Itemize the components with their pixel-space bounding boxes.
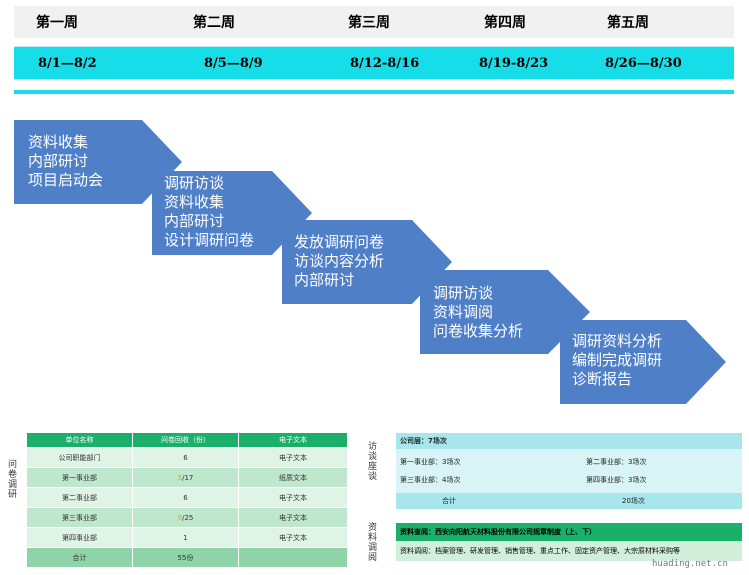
documents-label: 资料调阅 [368, 523, 378, 563]
divider-line [14, 90, 734, 94]
week-dates: 8/26—8/30 [605, 55, 682, 71]
type-cell: 纸质文本 [238, 467, 348, 488]
interviews-total-row: 合计 20场次 [396, 493, 742, 509]
count-cell: 9/25 [132, 507, 239, 528]
count-highlight: 5 [177, 473, 183, 482]
unit-cell: 第二事业部 [26, 487, 133, 508]
table-row: 第一事业部 5/17 纸质文本 [26, 467, 348, 488]
table-row: 公司职能部门 6 电子文本 [26, 447, 348, 468]
total-value: 55份 [132, 547, 239, 568]
step-text: 发放调研问卷 访谈内容分析 内部研讨 [294, 233, 385, 289]
week-name: 第二周 [193, 15, 235, 31]
type-cell: 电子文本 [238, 507, 348, 528]
unit-cell: 第一事业部 [26, 467, 133, 488]
total-label: 合计 [442, 497, 456, 505]
column-header: 电子文本 [238, 432, 348, 448]
count-cell: 6 [132, 447, 239, 468]
interviews-label: 访谈座谈 [368, 442, 378, 482]
count-cell: 1 [132, 527, 239, 548]
survey-table: 单位名称 问卷回收（份） 电子文本 公司职能部门 6 电子文本 第一事业部 5/… [26, 432, 348, 568]
arrow-shape [152, 171, 312, 255]
week-names-bar: 第一周 第二周 第三周 第四周 第五周 [14, 6, 734, 38]
count-rest: /17 [182, 473, 194, 482]
interviews-box: 公司层：7场次 第一事业部：3场次 第二事业部：3场次 第三事业部：4场次 第四… [396, 433, 742, 509]
count-value: 1 [183, 533, 188, 542]
interview-item: 第一事业部：3场次 [400, 458, 461, 466]
step-text: 调研资料分析 编制完成调研 诊断报告 [572, 332, 663, 388]
table-row: 第四事业部 1 电子文本 [26, 527, 348, 548]
interview-item: 第二事业部：3场次 [586, 458, 647, 466]
week-dates-bar: 8/1—8/2 8/5—8/9 8/12-8/16 8/19-8/23 8/26… [14, 46, 734, 80]
documents-body: 资料调阅：档案管理、研发管理、销售管理、重点工作、固定资产管理、大宗原材料采购等 [396, 541, 742, 561]
column-header: 问卷回收（份） [132, 432, 239, 448]
step-text: 调研访谈 资料调阅 问卷收集分析 [433, 284, 524, 340]
table-total-row: 合计 55份 [26, 547, 348, 568]
watermark: huading.net.cn [652, 559, 728, 569]
week-name: 第一周 [36, 15, 78, 31]
arrow-shape [282, 220, 452, 304]
unit-cell: 公司职能部门 [26, 447, 133, 468]
week-dates: 8/1—8/2 [38, 55, 97, 71]
week-dates: 8/12-8/16 [350, 55, 420, 71]
step-text: 资料收集 内部研讨 项目启动会 [28, 133, 104, 189]
interviews-body: 第一事业部：3场次 第二事业部：3场次 第三事业部：4场次 第四事业部：3场次 [396, 449, 742, 493]
unit-cell: 第四事业部 [26, 527, 133, 548]
table-header-row: 单位名称 问卷回收（份） 电子文本 [26, 432, 348, 448]
count-rest: /25 [182, 513, 194, 522]
arrow-shape [560, 320, 726, 404]
week-dates: 8/19-8/23 [479, 55, 549, 71]
unit-cell: 第三事业部 [26, 507, 133, 528]
survey-label: 问卷调研 [8, 460, 18, 500]
type-cell: 电子文本 [238, 487, 348, 508]
count-value: 6 [183, 453, 188, 462]
total-empty [238, 547, 348, 568]
week-name: 第三周 [348, 15, 390, 31]
count-highlight: 9 [177, 513, 183, 522]
table-row: 第三事业部 9/25 电子文本 [26, 507, 348, 528]
total-label: 合计 [26, 547, 133, 568]
count-cell: 5/17 [132, 467, 239, 488]
week-dates: 8/5—8/9 [204, 55, 263, 71]
count-cell: 6 [132, 487, 239, 508]
documents-head: 资料查阅：西安向阳航天材料股份有限公司规章制度（上、下） [396, 523, 742, 541]
step-text: 调研访谈 资料收集 内部研讨 设计调研问卷 [164, 174, 255, 249]
type-cell: 电子文本 [238, 527, 348, 548]
column-header: 单位名称 [26, 432, 133, 448]
arrow-shape [420, 270, 590, 354]
interviews-head: 公司层：7场次 [396, 433, 742, 449]
type-cell: 电子文本 [238, 447, 348, 468]
table-row: 第二事业部 6 电子文本 [26, 487, 348, 508]
total-value: 20场次 [622, 497, 645, 505]
interview-item: 第三事业部：4场次 [400, 476, 461, 484]
arrow-shape [14, 120, 182, 204]
interview-item: 第四事业部：3场次 [586, 476, 647, 484]
count-value: 6 [183, 493, 188, 502]
week-name: 第四周 [484, 15, 526, 31]
week-name: 第五周 [607, 15, 649, 31]
